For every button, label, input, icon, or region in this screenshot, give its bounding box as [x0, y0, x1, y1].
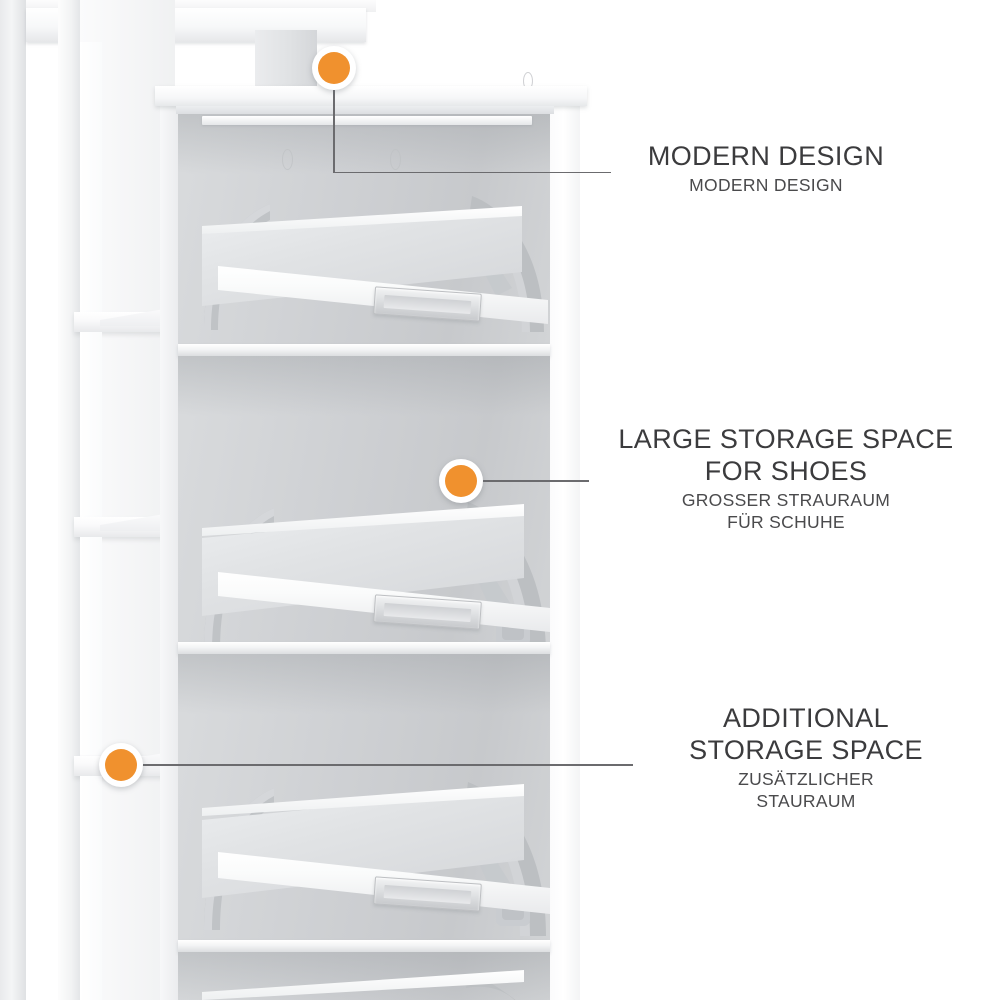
shelf-gap-4 [80, 776, 102, 1000]
cabinet-divider-2 [178, 642, 550, 654]
marker-dot [445, 465, 477, 497]
tilting-flap-drawer-2[interactable] [178, 356, 550, 676]
marker-dot [105, 749, 137, 781]
callout-title: LARGE STORAGE SPACE FOR SHOES [618, 424, 954, 486]
marker-dot [318, 52, 350, 84]
callout-marker-modern-design[interactable] [312, 46, 356, 90]
callout-subtitle: GROSSER STRAURAUM FÜR SCHUHE [681, 490, 891, 532]
cabinet-plinth [255, 30, 533, 90]
tilting-flap-drawer-4[interactable] [178, 952, 550, 1000]
drawer-1-top-rail [202, 116, 532, 125]
drawer-1-hole-left [282, 149, 293, 170]
shelf-gap-3 [80, 537, 102, 755]
open-shelving-unit [0, 0, 376, 1000]
product-photo [0, 0, 660, 1000]
callout-subtitle: MODERN DESIGN [689, 175, 843, 195]
tilting-flap-drawer-1[interactable] [178, 114, 550, 346]
callout-marker-additional-storage-space[interactable] [99, 743, 143, 787]
callout-title: MODERN DESIGN [647, 141, 885, 171]
callout-title: ADDITIONAL STORAGE SPACE [689, 703, 923, 765]
cabinet-divider-1 [178, 344, 550, 356]
shoe-cabinet-body [155, 86, 587, 1000]
leader-line-1-horizontal [333, 171, 611, 174]
cabinet-divider-3 [178, 940, 550, 952]
callout-large-storage-space: LARGE STORAGE SPACE FOR SHOES GROSSER ST… [596, 423, 976, 533]
cabinet-right-panel [550, 86, 580, 1000]
drawer-2-top-shadow [178, 356, 550, 416]
shelf-gap-1 [80, 42, 102, 315]
callout-additional-storage-space: ADDITIONAL STORAGE SPACE ZUSÄTZLICHER ST… [646, 702, 966, 812]
cabinet-top-lip [176, 106, 554, 114]
shelf-outer-left-panel [0, 0, 26, 1000]
cabinet-left-edge [160, 86, 178, 1000]
drawer-3-top-shadow [178, 654, 550, 714]
callout-marker-large-storage-space[interactable] [439, 459, 483, 503]
leader-line-1-vertical [333, 90, 335, 173]
leader-line-2-horizontal [462, 480, 589, 482]
callout-subtitle: ZUSÄTZLICHER STAURAUM [738, 769, 874, 811]
shelf-gap-2 [80, 332, 102, 517]
drawer-1-hole-right [390, 149, 401, 170]
shelf-front-post [58, 0, 80, 1000]
callout-modern-design: MODERN DESIGN MODERN DESIGN [616, 140, 916, 196]
tilting-flap-drawer-3[interactable] [178, 654, 550, 974]
cabinet-top-cap [155, 86, 587, 106]
leader-line-3-horizontal [122, 764, 633, 766]
